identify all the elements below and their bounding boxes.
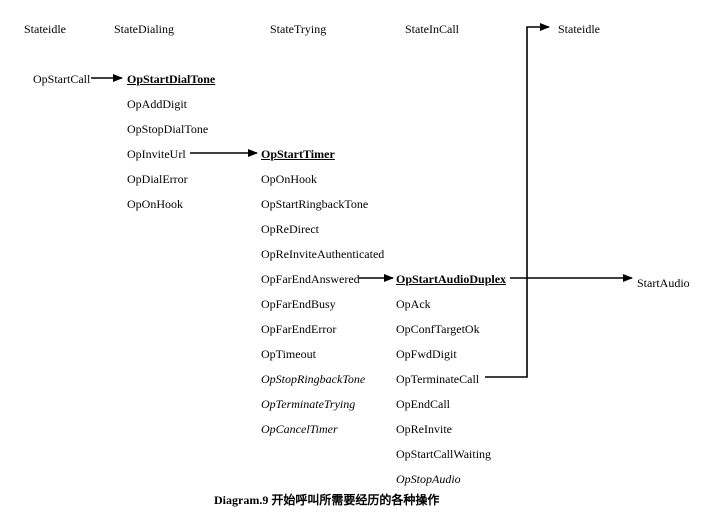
operation-opstartaudioduplex: OpStartAudioDuplex xyxy=(396,272,507,286)
operation-opcanceltimer: OpCancelTimer xyxy=(261,422,338,436)
operation-opinviteurl: OpInviteUrl xyxy=(127,147,186,161)
label-startaudio: StartAudio xyxy=(637,276,690,290)
column-header-statedialing: StateDialing xyxy=(114,22,174,36)
operation-opreinviteauthenticated: OpReInviteAuthenticated xyxy=(261,247,385,261)
operation-opstopdialtone: OpStopDialTone xyxy=(127,122,209,136)
operation-opdialerror: OpDialError xyxy=(127,172,188,186)
operation-optimeout: OpTimeout xyxy=(261,347,316,361)
operation-opstartdialtone: OpStartDialTone xyxy=(127,72,216,86)
operation-opstartcallwaiting: OpStartCallWaiting xyxy=(396,447,492,461)
operation-opstopringbacktone: OpStopRingbackTone xyxy=(261,372,366,386)
operation-opack: OpAck xyxy=(396,297,431,311)
column-header-stateincall: StateInCall xyxy=(405,22,459,36)
diagram-caption: Diagram.9 开始呼叫所需要经历的各种操作 xyxy=(214,493,440,507)
operation-opendcall: OpEndCall xyxy=(396,397,450,411)
operation-opredirect: OpReDirect xyxy=(261,222,319,236)
operation-opadddigit: OpAddDigit xyxy=(127,97,187,111)
operation-opterminatetrying: OpTerminateTrying xyxy=(261,397,356,411)
operation-opconftargetok: OpConfTargetOk xyxy=(396,322,480,336)
operation-oponhook-dialing: OpOnHook xyxy=(127,197,183,211)
column-header-stateidle: Stateidle xyxy=(24,22,66,36)
operation-opstartringbacktone: OpStartRingbackTone xyxy=(261,197,369,211)
operation-opfarendanswered: OpFarEndAnswered xyxy=(261,272,360,286)
operation-opfwddigit: OpFwdDigit xyxy=(396,347,457,361)
column-header-stateidle-return: Stateidle xyxy=(558,22,600,36)
operation-opterminatecall: OpTerminateCall xyxy=(396,372,480,386)
operation-oponhook-trying: OpOnHook xyxy=(261,172,317,186)
operation-opstopaudio: OpStopAudio xyxy=(396,472,461,486)
column-header-statetrying: StateTrying xyxy=(270,22,327,36)
edge-opterminatecall-to-stateidle xyxy=(485,23,550,378)
operation-opfarenderror: OpFarEndError xyxy=(261,322,337,336)
operation-opfarendbusy: OpFarEndBusy xyxy=(261,297,336,311)
operation-opstartcall: OpStartCall xyxy=(33,72,91,86)
operation-opreinvite: OpReInvite xyxy=(396,422,452,436)
operation-opstarttimer: OpStartTimer xyxy=(261,147,335,161)
